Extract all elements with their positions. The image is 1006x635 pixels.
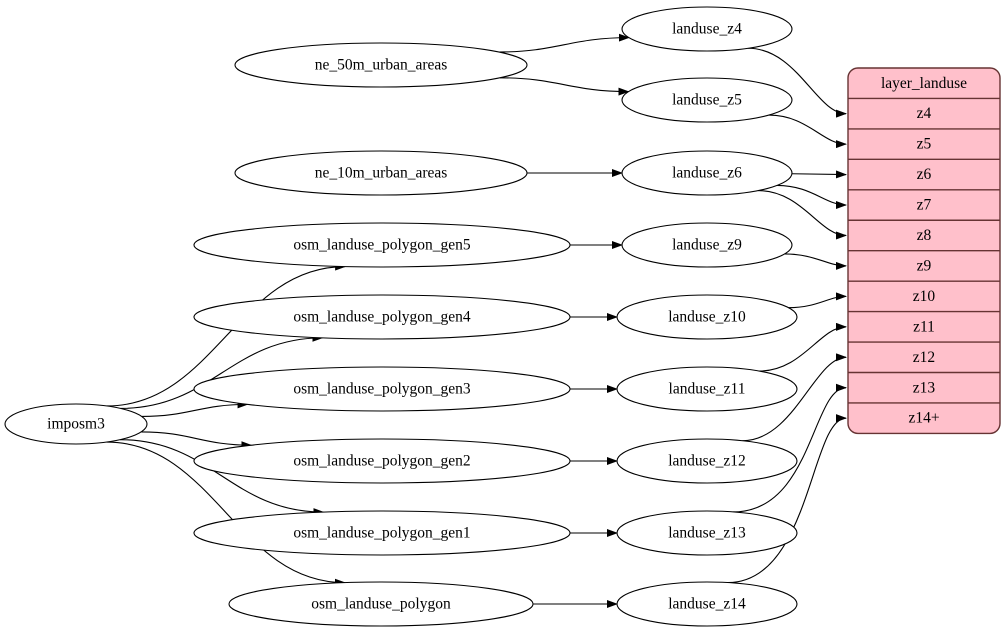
- node-label: landuse_z13: [668, 525, 746, 542]
- node-label: landuse_z10: [668, 309, 746, 326]
- node-osm_landuse_polygon_gen3[interactable]: osm_landuse_polygon_gen3: [193, 366, 571, 412]
- node-ellipse: [4, 403, 148, 445]
- node-ellipse: [193, 366, 571, 412]
- edge-landuse_z6-to-z6: [791, 170, 847, 179]
- node-ellipse: [616, 510, 798, 556]
- node-label: osm_landuse_polygon_gen4: [293, 309, 471, 326]
- edge-landuse_z13-to-z13: [733, 383, 847, 513]
- node-ne_50m_urban_areas[interactable]: ne_50m_urban_areas: [234, 42, 528, 88]
- node-ellipse: [621, 222, 793, 268]
- edge-landuse_z10-to-z10: [788, 292, 847, 309]
- node-label: landuse_z14: [668, 596, 746, 613]
- edge-landuse_z11-to-z11: [759, 322, 847, 372]
- node-label: landuse_z11: [669, 381, 746, 398]
- node-landuse_z12[interactable]: landuse_z12: [616, 438, 798, 484]
- node-osm_landuse_polygon_gen5[interactable]: osm_landuse_polygon_gen5: [193, 222, 571, 268]
- edge-imposm3-to-osm_landuse_polygon: [106, 441, 346, 587]
- node-label: landuse_z5: [672, 92, 742, 109]
- node-osm_landuse_polygon_gen4[interactable]: osm_landuse_polygon_gen4: [193, 294, 571, 340]
- edge-imposm3-to-osm_landuse_polygon_gen5: [106, 262, 347, 407]
- node-label: osm_landuse_polygon_gen3: [293, 381, 471, 398]
- edge-landuse_z6-to-z8: [757, 190, 847, 240]
- node-ellipse: [616, 438, 798, 484]
- edge-ne_50m_urban_areas-to-landuse_z5: [499, 77, 630, 96]
- node-label: osm_landuse_polygon_gen2: [293, 453, 470, 470]
- node-ellipse: [616, 581, 798, 627]
- node-ellipse: [621, 150, 793, 196]
- edge-ne_50m_urban_areas-to-landuse_z4: [498, 33, 630, 53]
- table-row-z12: z12: [913, 349, 935, 366]
- node-ellipse: [193, 510, 571, 556]
- node-landuse_z10[interactable]: landuse_z10: [616, 294, 798, 340]
- node-landuse_z4[interactable]: landuse_z4: [621, 6, 793, 52]
- edge-imposm3-to-osm_landuse_polygon_gen4: [120, 333, 324, 409]
- node-landuse_z5[interactable]: landuse_z5: [621, 77, 793, 123]
- node-imposm3[interactable]: imposm3: [4, 403, 148, 445]
- node-ellipse: [621, 77, 793, 123]
- table-row-z14+: z14+: [908, 410, 939, 427]
- node-landuse_z13[interactable]: landuse_z13: [616, 510, 798, 556]
- node-osm_landuse_polygon[interactable]: osm_landuse_polygon: [228, 581, 534, 627]
- node-label: ne_10m_urban_areas: [315, 165, 448, 182]
- node-ellipse: [234, 42, 528, 88]
- edge-landuse_z5-to-z5: [768, 114, 847, 149]
- table-row-z13: z13: [913, 379, 936, 396]
- node-landuse_z6[interactable]: landuse_z6: [621, 150, 793, 196]
- node-label: ne_50m_urban_areas: [315, 57, 448, 74]
- node-ellipse: [621, 6, 793, 52]
- edges-layer: [106, 33, 847, 608]
- node-ellipse: [193, 294, 571, 340]
- edge-landuse_z12-to-z12: [742, 353, 847, 442]
- table-header-label: layer_landuse: [881, 75, 967, 92]
- node-ellipse: [193, 222, 571, 268]
- node-ellipse: [228, 581, 534, 627]
- node-label: osm_landuse_polygon_gen1: [293, 525, 470, 542]
- node-label: landuse_z9: [672, 237, 742, 254]
- table-row-z7: z7: [917, 197, 932, 214]
- node-label: osm_landuse_polygon: [311, 596, 451, 613]
- node-label: imposm3: [47, 416, 105, 433]
- node-osm_landuse_polygon_gen1[interactable]: osm_landuse_polygon_gen1: [193, 510, 571, 556]
- edge-imposm3-to-osm_landuse_polygon_gen1: [120, 439, 325, 517]
- node-landuse_z11[interactable]: landuse_z11: [616, 366, 798, 412]
- node-osm_landuse_polygon_gen2[interactable]: osm_landuse_polygon_gen2: [193, 438, 571, 484]
- node-ellipse: [616, 366, 798, 412]
- edge-landuse_z4-to-z4: [748, 47, 847, 118]
- node-label: landuse_z12: [668, 453, 745, 470]
- layer-landuse-table[interactable]: layer_landuse z4 z5 z6 z7 z8 z9 z10 z11 z12 z13 z14…: [847, 67, 1001, 435]
- table-row-z9: z9: [917, 257, 932, 274]
- table-row-z4: z4: [917, 105, 932, 122]
- node-landuse_z9[interactable]: landuse_z9: [621, 222, 793, 268]
- table-row-z11: z11: [913, 318, 935, 335]
- node-landuse_z14[interactable]: landuse_z14: [616, 581, 798, 627]
- node-ellipse: [193, 438, 571, 484]
- table-row-z8: z8: [917, 227, 932, 244]
- node-label: landuse_z6: [672, 165, 742, 182]
- edge-imposm3-to-osm_landuse_polygon_gen2: [141, 431, 253, 450]
- edge-landuse_z9-to-z9: [784, 253, 847, 270]
- node-ne_10m_urban_areas[interactable]: ne_10m_urban_areas: [234, 150, 528, 196]
- node-ellipse: [234, 150, 528, 196]
- edge-imposm3-to-osm_landuse_polygon_gen3: [141, 400, 249, 418]
- node-label: osm_landuse_polygon_gen5: [293, 237, 471, 254]
- node-ellipse: [616, 294, 798, 340]
- table-row-z5: z5: [917, 136, 932, 153]
- nodes-layer: imposm3 ne_50m_urban_areas ne_10m_urban_ar…: [4, 6, 798, 627]
- node-label: landuse_z4: [672, 21, 742, 38]
- edge-landuse_z6-to-z7: [777, 184, 847, 210]
- table-row-z6: z6: [917, 166, 932, 183]
- table-row-z10: z10: [913, 288, 936, 305]
- edge-landuse_z14-to-z14+: [727, 414, 847, 584]
